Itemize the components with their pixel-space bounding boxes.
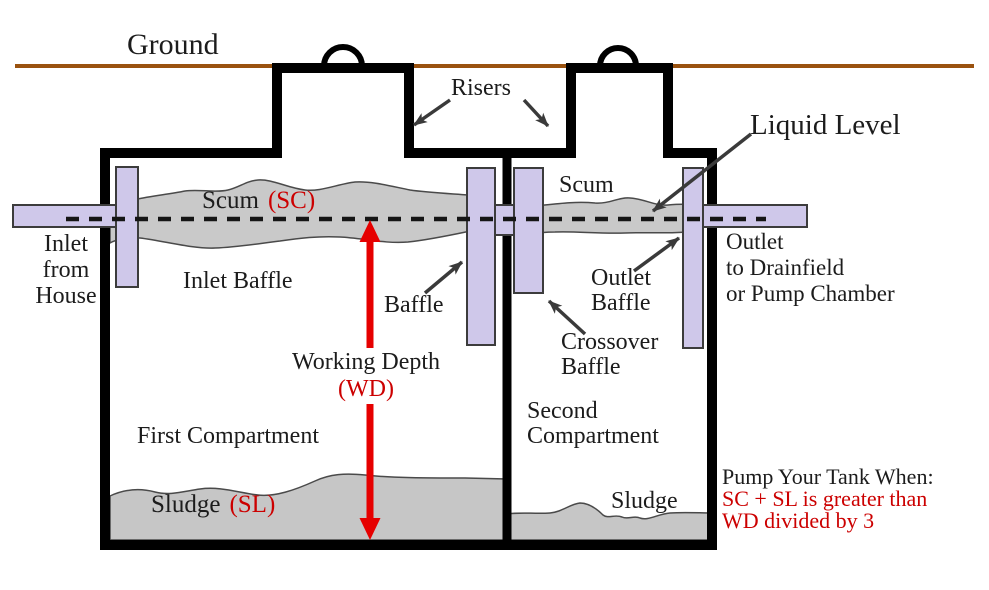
ground-label: Ground	[127, 28, 219, 61]
sludge-first-label: Sludge (SL)	[151, 491, 276, 519]
crossover-baffle-line2: Baffle	[561, 354, 621, 380]
risers-arrow-left	[413, 98, 451, 127]
outlet-destination-label: Outlet to Drainfield or Pump Chamber	[726, 229, 895, 307]
outlet-baffle-bar	[682, 167, 704, 349]
tank-outline	[100, 63, 717, 550]
inlet-pipe	[12, 204, 126, 228]
outlet-baffle-label: Outlet Baffle	[591, 266, 651, 316]
second-compartment-line1: Second	[527, 398, 598, 424]
inlet-label-line3: House	[35, 283, 97, 309]
riser-handle-right	[597, 45, 639, 67]
sludge-layer-first	[109, 473, 508, 541]
liquid-level-arrow	[651, 132, 753, 213]
outlet-dest-line2: to Drainfield	[726, 255, 845, 280]
sludge-abbreviation: (SL)	[229, 491, 276, 518]
second-compartment-label: Second Compartment	[527, 399, 659, 449]
risers-label: Risers	[451, 75, 511, 101]
scum-first-label: Scum (SC)	[202, 187, 316, 215]
sludge-second-label: Sludge	[611, 488, 678, 514]
scum-second-label: Scum	[559, 172, 614, 198]
inlet-label-line2: from	[42, 257, 90, 283]
inlet-baffle-label: Inlet Baffle	[183, 268, 293, 294]
second-compartment-line2: Compartment	[527, 423, 659, 449]
outlet-baffle-line2: Baffle	[591, 290, 651, 316]
crossover-baffle-label: Crossover Baffle	[561, 330, 658, 380]
outlet-baffle-arrow	[632, 236, 681, 273]
liquid-level-label: Liquid Level	[750, 109, 901, 141]
risers-arrow-right	[522, 98, 550, 128]
scum-layer-first	[109, 179, 481, 249]
baffle-bar	[466, 167, 496, 346]
outlet-dest-line3: or Pump Chamber	[726, 281, 895, 306]
crossover-baffle-arrow	[547, 299, 587, 336]
pump-note-line3: WD divided by 3	[722, 508, 875, 533]
working-depth-abbreviation: (WD)	[338, 376, 394, 402]
baffle-arrow	[423, 260, 464, 295]
inlet-label-line1: Inlet	[44, 231, 88, 257]
scum-layer-second	[535, 197, 696, 234]
pump-tank-note: Pump Your Tank When: SC + SL is greater …	[722, 466, 934, 532]
riser-handle-left	[321, 44, 365, 67]
inlet-from-house-label: Inlet from House	[20, 231, 112, 309]
baffle-label: Baffle	[384, 292, 444, 318]
scum-first-text: Scum	[202, 187, 259, 214]
working-depth-arrow	[359, 220, 381, 540]
outlet-pipe	[694, 204, 808, 228]
crossover-baffle-bar	[513, 167, 544, 294]
scum-abbreviation: (SC)	[267, 187, 316, 214]
inlet-baffle-bar	[115, 166, 139, 288]
first-compartment-label: First Compartment	[137, 423, 319, 449]
outlet-dest-line1: Outlet	[726, 229, 784, 254]
pump-note-line2: SC + SL is greater than	[722, 486, 928, 511]
pump-note-line1: Pump Your Tank When:	[722, 464, 934, 489]
outlet-baffle-line1: Outlet	[591, 265, 651, 291]
crossover-baffle-line1: Crossover	[561, 329, 659, 355]
sludge-layer-second	[506, 502, 713, 541]
working-depth-label: Working Depth	[291, 349, 441, 375]
sludge-first-text: Sludge	[151, 491, 221, 518]
